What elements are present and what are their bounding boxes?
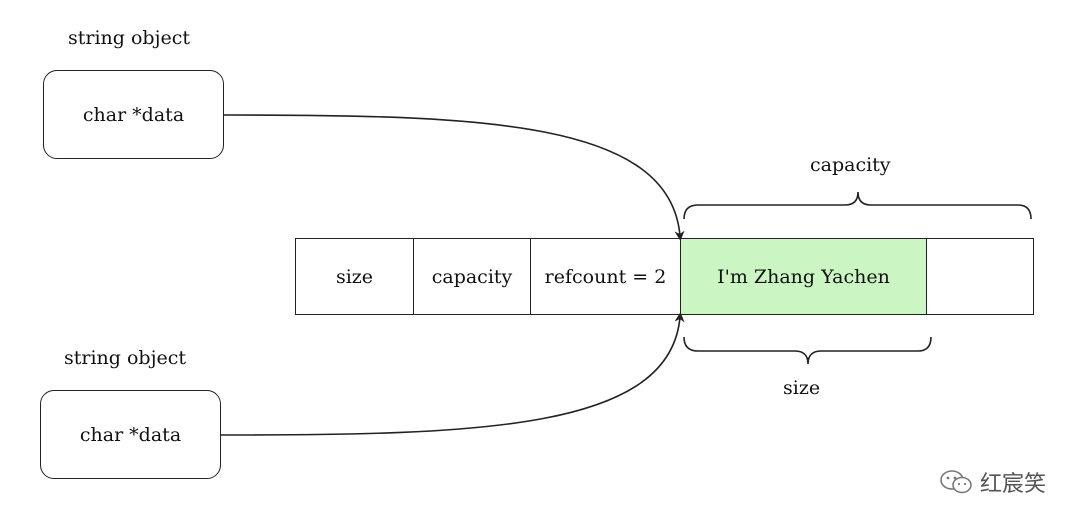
capacity-brace-label: capacity (810, 154, 891, 176)
pointer-arrow-bottom (220, 312, 685, 436)
pointer-arrow-top (223, 114, 685, 241)
char-data-field-top: char *data (82, 103, 185, 126)
buffer-cell-refcount: refcount = 2 (531, 239, 681, 314)
buffer-cell-size: size (296, 239, 414, 314)
watermark-text: 红宸笑 (979, 472, 1046, 497)
capacity-brace (683, 191, 1032, 220)
char-data-field-bottom: char *data (79, 423, 182, 446)
size-brace (683, 336, 932, 365)
shared-buffer: size capacity refcount = 2 I'm Zhang Yac… (295, 238, 1034, 315)
string-object-box-top: char *data (43, 70, 224, 159)
string-object-title-top: string object (68, 27, 190, 49)
buffer-cell-capacity: capacity (414, 239, 531, 314)
buffer-cell-string-data: I'm Zhang Yachen (681, 239, 927, 314)
wechat-icon (940, 469, 974, 495)
size-brace-label: size (783, 377, 821, 399)
string-object-title-bottom: string object (64, 347, 186, 369)
watermark: 红宸笑 (940, 466, 1046, 498)
buffer-cell-unused (927, 239, 1033, 314)
string-object-box-bottom: char *data (40, 390, 221, 479)
